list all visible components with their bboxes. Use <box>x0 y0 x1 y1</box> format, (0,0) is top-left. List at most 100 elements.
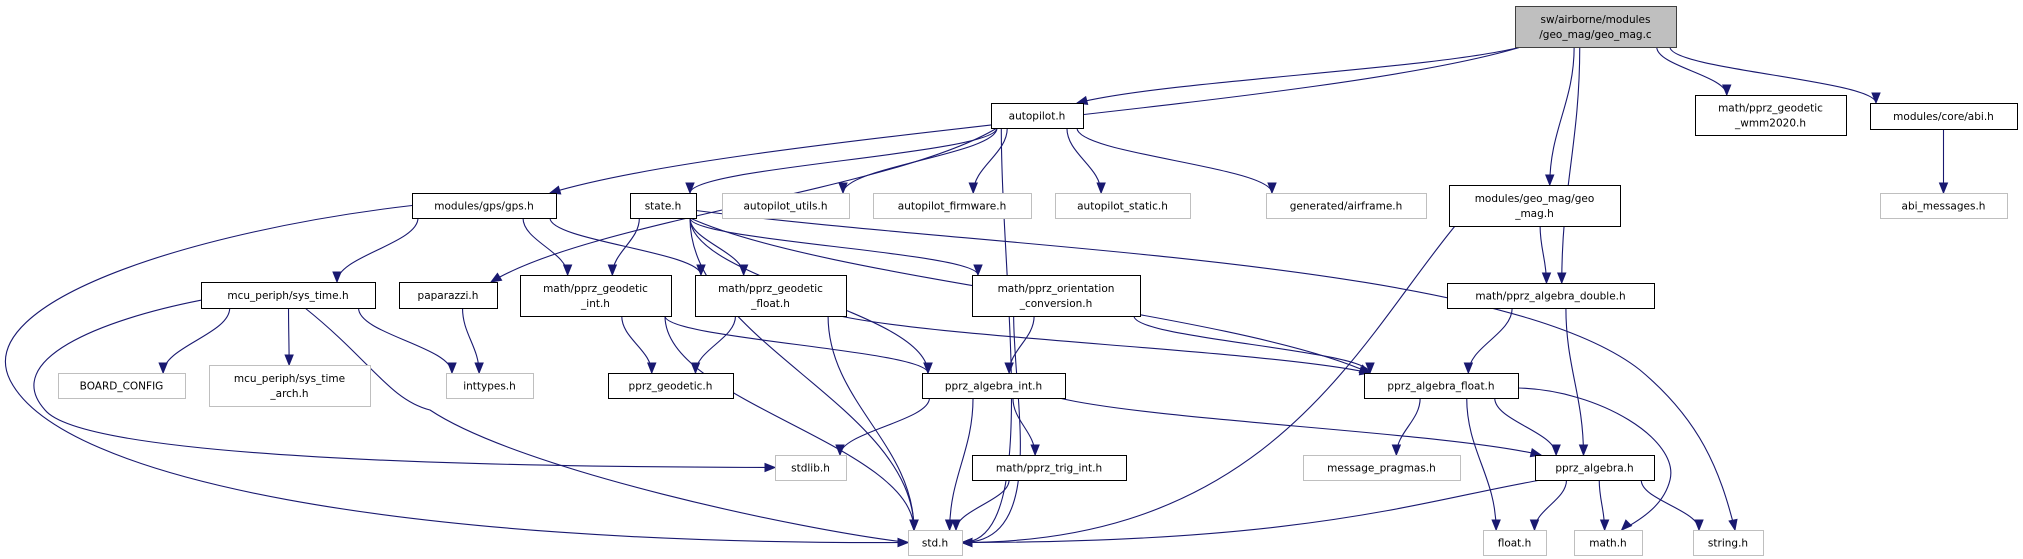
arrowhead-icon <box>1529 519 1540 532</box>
node-label: mcu_periph/sys_time.h <box>227 290 348 302</box>
node-wmm2020[interactable]: math/pprz_geodetic_wmm2020.h <box>1695 95 1847 136</box>
arrowhead-icon <box>1551 444 1561 457</box>
node-label: state.h <box>645 201 682 213</box>
arrowhead-icon <box>1096 182 1106 195</box>
node-box <box>630 193 697 219</box>
edge-geodetic_int-to-pprz_geodetic <box>621 315 653 374</box>
node-label: pprz_algebra_float.h <box>1387 381 1494 393</box>
arrowhead-icon <box>548 185 562 195</box>
node-state[interactable]: state.h <box>630 193 697 219</box>
node-algebra-double[interactable]: math/pprz_algebra_double.h <box>1447 283 1655 309</box>
node-label: string.h <box>1708 538 1748 550</box>
arrowhead-icon <box>1557 272 1567 285</box>
edge-algebra_double-to-algebra_float <box>1467 307 1513 374</box>
edge-trig_int-to-std <box>955 479 1010 531</box>
arrowhead-icon <box>685 182 695 195</box>
arrowhead-icon <box>284 354 294 367</box>
arrowhead-icon <box>838 182 848 195</box>
node-sys-time-arch: mcu_periph/sys_time_arch.h <box>209 365 371 407</box>
edge-geodetic_float-to-pprz_geodetic <box>694 315 737 374</box>
arrowhead-icon <box>562 264 573 277</box>
edge-algebra_double-to-pprz_algebra <box>1565 307 1585 456</box>
arrowhead-icon <box>332 271 342 284</box>
edge-sys_time-to-std <box>304 307 909 544</box>
node-label: pprz_algebra.h <box>1555 463 1633 475</box>
node-root[interactable]: sw/airborne/modules/geo_mag/geo_mag.c <box>1515 6 1677 48</box>
arrowhead-icon <box>764 462 777 473</box>
node-label: modules/core/abi.h <box>1893 111 1994 123</box>
edge-sys_time-to-board_config <box>162 307 231 374</box>
node-gps[interactable]: modules/gps/gps.h <box>412 193 557 219</box>
node-label: math/pprz_algebra_double.h <box>1475 291 1625 303</box>
node-box <box>399 282 498 309</box>
arrowhead-icon <box>1365 362 1375 375</box>
node-label: math/pprz_trig_int.h <box>996 463 1102 475</box>
edge-pprz_algebra-to-string <box>1640 479 1700 531</box>
edge-algebra_float-to-float <box>1466 397 1497 531</box>
arrowhead-icon <box>897 537 910 548</box>
node-box <box>972 455 1127 481</box>
edge-sys_time-to-inttypes <box>357 307 453 374</box>
node-stdlib: stdlib.h <box>775 455 847 481</box>
node-algebra-int[interactable]: pprz_algebra_int.h <box>922 373 1066 399</box>
arrowhead-icon <box>1722 84 1732 97</box>
node-ap-firmware: autopilot_firmware.h <box>873 193 1032 219</box>
node-label: generated/airframe.h <box>1290 201 1403 213</box>
node-box <box>209 365 371 407</box>
node-label: autopilot.h <box>1009 111 1066 123</box>
node-math: math.h <box>1574 530 1643 556</box>
node-pprz-algebra[interactable]: pprz_algebra.h <box>1535 455 1655 481</box>
node-abi-messages: abi_messages.h <box>1880 193 2008 219</box>
arrowhead-icon <box>489 272 503 283</box>
node-box <box>972 275 1141 317</box>
node-label: message_pragmas.h <box>1327 463 1436 475</box>
node-board-config: BOARD_CONFIG <box>58 373 186 399</box>
arrowhead-icon <box>1541 272 1552 285</box>
node-box <box>608 373 734 399</box>
node-label: modules/geo_mag/geo <box>1475 193 1595 205</box>
edge-root-to-abi <box>1669 46 1877 104</box>
edge-state-to-orientation <box>689 217 979 276</box>
node-abi[interactable]: modules/core/abi.h <box>1870 103 2018 130</box>
node-geodetic-float[interactable]: math/pprz_geodetic_float.h <box>695 275 847 317</box>
node-label: _conversion.h <box>1019 298 1093 310</box>
node-inttypes: inttypes.h <box>446 373 534 399</box>
nodes-layer: sw/airborne/modules/geo_mag/geo_mag.caut… <box>58 6 2018 556</box>
node-algebra-float[interactable]: pprz_algebra_float.h <box>1364 373 1519 399</box>
arrowhead-icon <box>1694 519 1704 532</box>
arrowhead-icon <box>474 362 484 375</box>
node-label: autopilot_firmware.h <box>898 201 1006 213</box>
edge-root-to-geo_mag_h <box>1549 46 1575 186</box>
node-label: stdlib.h <box>791 463 830 475</box>
arrowhead-icon <box>1267 182 1277 195</box>
node-label: BOARD_CONFIG <box>80 381 164 393</box>
arrowhead-icon <box>1004 362 1014 375</box>
edge-gps-to-std <box>4 204 909 544</box>
node-box <box>1364 373 1519 399</box>
node-pprz-geodetic[interactable]: pprz_geodetic.h <box>608 373 734 399</box>
node-geo-mag-h[interactable]: modules/geo_mag/geo_mag.h <box>1449 185 1621 227</box>
node-geodetic-int[interactable]: math/pprz_geodetic_int.h <box>520 275 672 317</box>
edge-algebra_int-to-std <box>949 397 974 531</box>
node-sys-time[interactable]: mcu_periph/sys_time.h <box>201 282 376 309</box>
node-autopilot[interactable]: autopilot.h <box>991 103 1084 129</box>
node-std: std.h <box>908 530 963 556</box>
node-label: _arch.h <box>269 388 308 400</box>
edge-geodetic_float-to-algebra_float <box>839 315 1371 374</box>
node-box <box>1693 530 1764 556</box>
node-label: sw/airborne/modules <box>1541 14 1651 26</box>
node-label: pprz_algebra_int.h <box>945 381 1042 393</box>
edge-autopilot-to-state <box>689 127 998 194</box>
node-label: abi_messages.h <box>1902 201 1986 213</box>
node-box <box>695 275 847 317</box>
node-orientation[interactable]: math/pprz_orientation_conversion.h <box>972 275 1141 317</box>
node-label: paparazzi.h <box>418 290 479 302</box>
node-label: autopilot_static.h <box>1077 201 1168 213</box>
node-box <box>991 103 1084 129</box>
node-trig-int[interactable]: math/pprz_trig_int.h <box>972 455 1127 481</box>
node-paparazzi[interactable]: paparazzi.h <box>399 282 498 309</box>
node-label: _float.h <box>750 298 790 310</box>
arrowhead-icon <box>607 264 618 277</box>
node-box <box>1449 185 1621 227</box>
node-box <box>922 373 1066 399</box>
